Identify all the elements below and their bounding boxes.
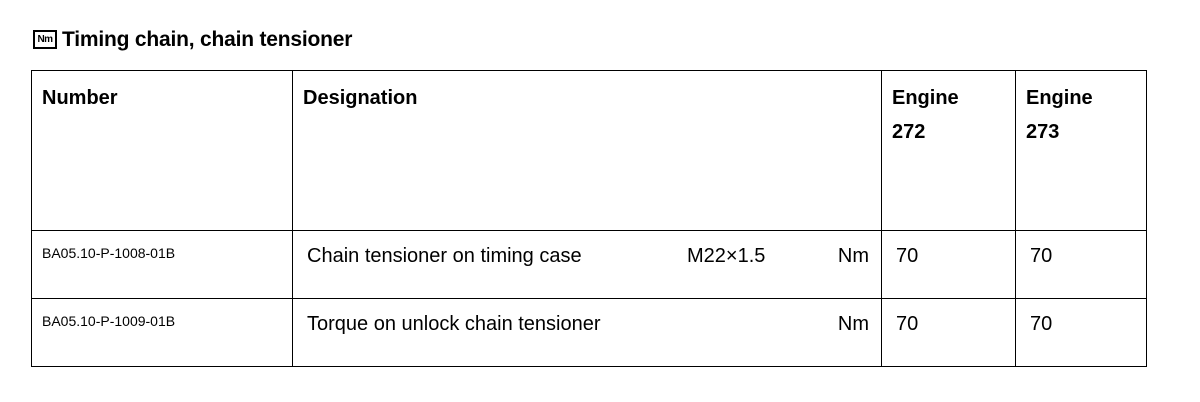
row-thread-size: M22×1.5 [687,245,766,267]
row-designation-cell: Torque on unlock chain tensioner Nm [292,298,882,367]
header-engine-272: Engine 272 [881,70,1016,231]
row-designation: Chain tensioner on timing case [307,245,582,267]
header-engine-272-line2: 272 [892,121,926,143]
section-title: Timing chain, chain tensioner [62,28,353,51]
row-number: BA05.10-P-1009-01B [31,298,293,367]
row-engine-273-value: 70 [1015,298,1147,367]
table-row: BA05.10-P-1008-01B Chain tensioner on ti… [31,230,1147,299]
header-engine-273: Engine 273 [1015,70,1147,231]
row-number: BA05.10-P-1008-01B [31,230,293,299]
header-designation-label: Designation [303,87,418,109]
row-designation: Torque on unlock chain tensioner [307,313,601,335]
header-engine-273-line1: Engine [1026,87,1093,109]
header-number: Number [31,70,293,231]
torque-spec-table: Number Designation Engine 272 Engine 273… [31,70,1147,367]
header-number-label: Number [42,87,118,109]
row-engine-272-value: 70 [881,298,1016,367]
row-engine-272-value: 70 [881,230,1016,299]
table-header-row: Number Designation Engine 272 Engine 273 [31,70,1147,231]
section-header: Nm Timing chain, chain tensioner [33,24,352,54]
header-engine-272-line1: Engine [892,87,959,109]
header-designation: Designation [292,70,882,231]
row-designation-cell: Chain tensioner on timing case M22×1.5 N… [292,230,882,299]
table-row: BA05.10-P-1009-01B Torque on unlock chai… [31,298,1147,367]
row-unit: Nm [837,313,869,335]
torque-nm-icon: Nm [33,30,57,49]
row-engine-273-value: 70 [1015,230,1147,299]
header-engine-273-line2: 273 [1026,121,1060,143]
row-unit: Nm [837,245,869,267]
